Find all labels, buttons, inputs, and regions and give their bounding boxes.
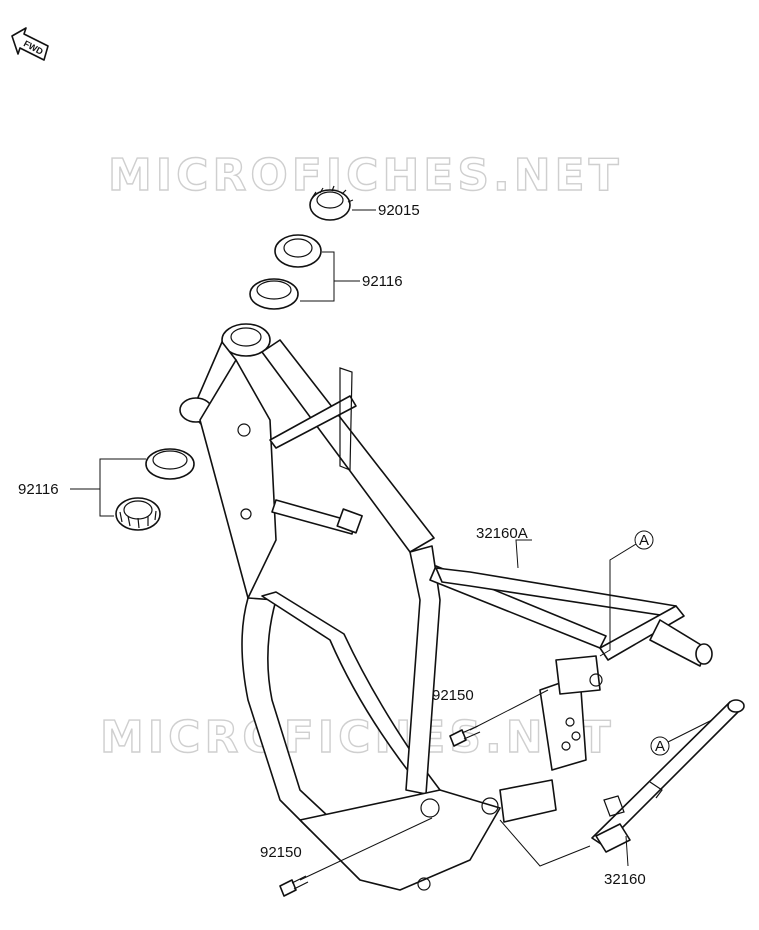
main-frame-part[interactable] [179, 323, 713, 891]
ref-mark-a-sub [650, 736, 670, 756]
bearing-upper-part[interactable] [274, 234, 322, 268]
bearing-race-part[interactable] [249, 278, 299, 310]
callout-92015: 92015 [378, 202, 420, 219]
roller-bearing-part[interactable] [115, 497, 161, 531]
fwd-arrow-icon: FWD [11, 27, 49, 61]
sub-frame-part[interactable] [591, 699, 745, 853]
watermark-top: MICROFICHES.NET [108, 150, 623, 201]
callout-92116-top: 92116 [362, 273, 403, 290]
bearing-lower-part[interactable] [145, 448, 195, 480]
watermark-bottom: MICROFICHES.NET [100, 712, 615, 763]
callout-32160: 32160 [604, 871, 646, 888]
ref-mark-a-top [634, 530, 654, 550]
steering-nut-part[interactable] [309, 185, 354, 221]
ref-mark-a-top-label: A [639, 532, 649, 549]
callout-92150-mid: 92150 [432, 687, 474, 704]
ref-mark-a-sub-label: A [655, 738, 665, 755]
callout-92150-bottom: 92150 [260, 844, 302, 861]
callout-32160a: 32160A [476, 525, 528, 542]
callout-92116-left: 92116 [18, 481, 59, 498]
bolt-bottom-part[interactable] [279, 875, 309, 897]
